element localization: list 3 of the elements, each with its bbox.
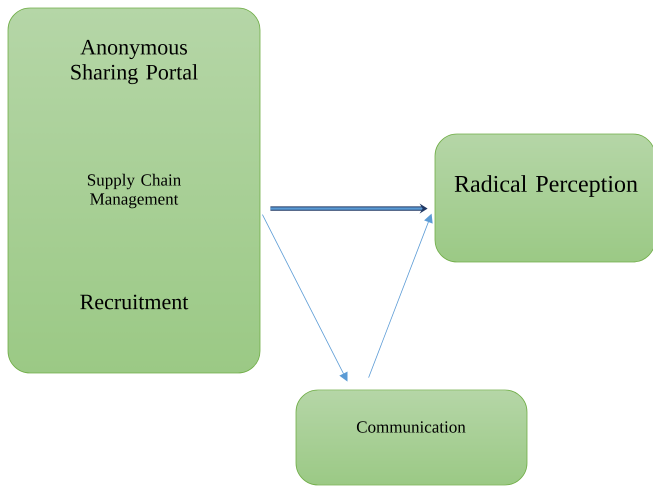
process-box: Anonymous Sharing Portal Supply Chain Management Recruitment (8, 8, 260, 374)
process-box: Radical Perception (434, 134, 653, 262)
process-box: Communication (296, 390, 528, 486)
